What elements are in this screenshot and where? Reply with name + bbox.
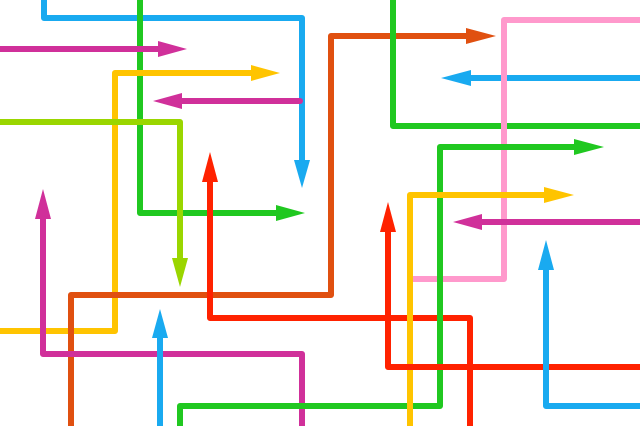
route-line	[40, 212, 305, 426]
blue-right-left-arrow	[441, 70, 640, 86]
arrowhead-right-icon	[158, 41, 187, 57]
blue-stub-up-arrow	[152, 309, 168, 426]
arrowhead-right-icon	[251, 65, 280, 81]
route-line	[407, 192, 551, 426]
route-line	[177, 144, 581, 426]
arrowhead-up-icon	[35, 189, 51, 219]
magenta-route-up-arrow	[35, 189, 305, 426]
red-right-up-arrow	[380, 202, 640, 370]
arrowhead-right-icon	[574, 139, 604, 155]
route-line	[207, 175, 473, 426]
orange-route-right-arrow	[68, 28, 496, 426]
route-line	[0, 119, 183, 265]
route-line	[137, 0, 283, 216]
lime-route-down-arrow	[0, 119, 188, 287]
arrowhead-left-icon	[453, 214, 482, 230]
arrowhead-down-icon	[172, 258, 188, 287]
arrowhead-right-icon	[276, 205, 305, 221]
route-line	[385, 225, 640, 370]
magenta-top-right-arrow	[0, 41, 187, 57]
blue-route-down-arrow	[41, 0, 310, 188]
yellow-route-right-arrow	[0, 65, 280, 334]
route-line	[41, 0, 305, 168]
green-top-right-bracket	[390, 0, 640, 129]
route-line	[68, 33, 473, 426]
arrowhead-up-icon	[152, 309, 168, 338]
route-line	[0, 70, 258, 334]
arrowhead-right-icon	[466, 28, 496, 44]
blue-right-up-arrow	[538, 240, 640, 409]
arrowhead-down-icon	[294, 160, 310, 188]
arrowhead-up-icon	[538, 240, 554, 270]
arrowhead-left-icon	[153, 93, 182, 109]
arrowhead-right-icon	[544, 187, 574, 203]
route-line	[390, 0, 640, 129]
magenta-mid-left-arrow	[153, 93, 303, 109]
red-route-up-arrow	[202, 152, 473, 426]
arrowhead-left-icon	[441, 70, 471, 86]
arrowhead-up-icon	[202, 152, 218, 182]
yellow-right-route-arrow	[407, 187, 574, 426]
magenta-right-left-arrow	[453, 214, 640, 230]
green-bottom-right-arrow	[177, 139, 604, 426]
arrowhead-up-icon	[380, 202, 396, 232]
green-route-right-arrow	[137, 0, 305, 221]
route-line	[543, 263, 640, 409]
